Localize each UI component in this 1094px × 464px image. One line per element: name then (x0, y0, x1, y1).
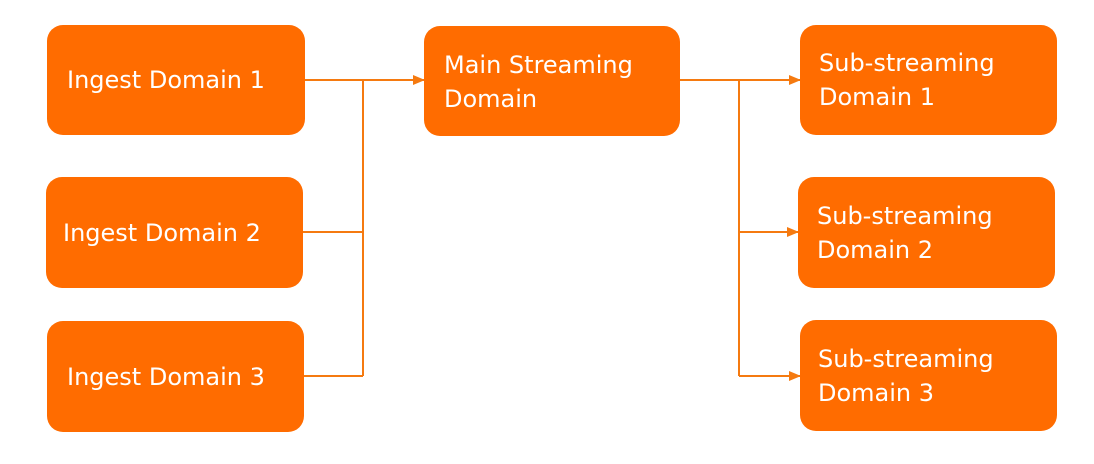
main-streaming-domain-node: Main Streaming Domain (424, 26, 680, 136)
sub-streaming-domain-3-node: Sub-streaming Domain 3 (800, 320, 1057, 431)
sub-streaming-domain-3-label: Sub-streaming Domain 3 (818, 344, 994, 407)
ingest-domain-1-label: Ingest Domain 1 (67, 66, 265, 94)
ingest-domain-3-node: Ingest Domain 3 (47, 321, 304, 432)
sub-streaming-domain-2-node: Sub-streaming Domain 2 (798, 177, 1055, 288)
ingest-domain-1-node: Ingest Domain 1 (47, 25, 305, 135)
ingest-domain-2-label: Ingest Domain 2 (63, 218, 261, 247)
ingest-domain-3-label: Ingest Domain 3 (67, 362, 265, 391)
sub-streaming-domain-2-label: Sub-streaming Domain 2 (817, 201, 993, 264)
sub-streaming-domain-1-label: Sub-streaming Domain 1 (819, 49, 995, 111)
sub-streaming-domain-1-node: Sub-streaming Domain 1 (800, 25, 1057, 135)
main-streaming-domain-label: Main Streaming Domain (444, 51, 633, 113)
ingest-domain-2-node: Ingest Domain 2 (46, 177, 303, 288)
